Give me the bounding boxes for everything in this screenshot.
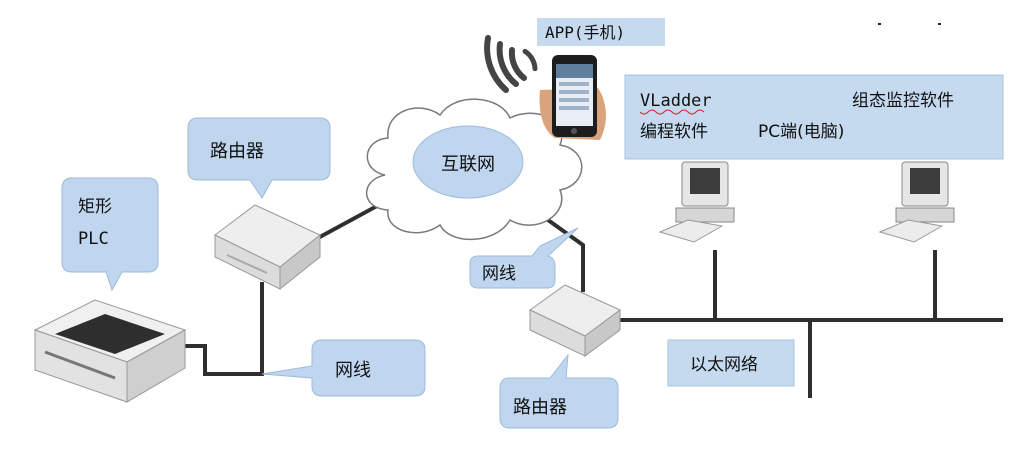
router-icon: [214, 204, 321, 291]
ethernet-label: 以太网络: [690, 355, 758, 375]
programming-software-label: 编程软件: [640, 122, 708, 142]
cable-left-label: 网线: [335, 360, 371, 381]
app-label-box: [537, 18, 665, 46]
internet-label: 互联网: [441, 154, 495, 175]
spellcheck-underline: [639, 109, 705, 115]
pc-panel-box: [624, 74, 1004, 160]
plc-device-icon: [33, 299, 187, 403]
scada-software-label: 组态监控软件: [852, 91, 954, 111]
internet-cloud: 互联网: [365, 98, 583, 241]
app-label: APP(手机): [545, 23, 625, 42]
desktop-computer-icon: [658, 161, 735, 243]
plc-label-line1: 矩形: [78, 197, 112, 217]
plc-label-line2: PLC: [78, 229, 109, 249]
cable-right-callout: 网线: [469, 227, 579, 289]
plc-callout: 矩形 PLC: [61, 177, 159, 292]
ethernet-label-box: 以太网络: [667, 339, 795, 387]
stray-marks: [878, 23, 941, 25]
pc-software-panel: VLadder 组态监控软件 编程软件 PC端(电脑): [624, 74, 1004, 160]
cable-right-label: 网线: [482, 264, 516, 284]
internet-ellipse: [412, 125, 524, 199]
desktop-computer-icon: [878, 161, 955, 243]
app-group: APP(手机): [484, 18, 665, 140]
cable-left-callout: 网线: [261, 339, 426, 397]
vladder-label: VLadder: [640, 91, 712, 111]
smartphone-icon: [539, 55, 606, 140]
plc-router-cable: [160, 282, 264, 376]
wifi-signal-icon: [484, 35, 538, 93]
pc-end-label: PC端(电脑): [758, 122, 844, 142]
router-right-callout: 路由器: [499, 353, 619, 429]
router-left-callout: 路由器: [187, 117, 331, 199]
router-icon: [529, 284, 621, 357]
router-left-label: 路由器: [210, 141, 264, 162]
router-right-label: 路由器: [513, 397, 567, 418]
